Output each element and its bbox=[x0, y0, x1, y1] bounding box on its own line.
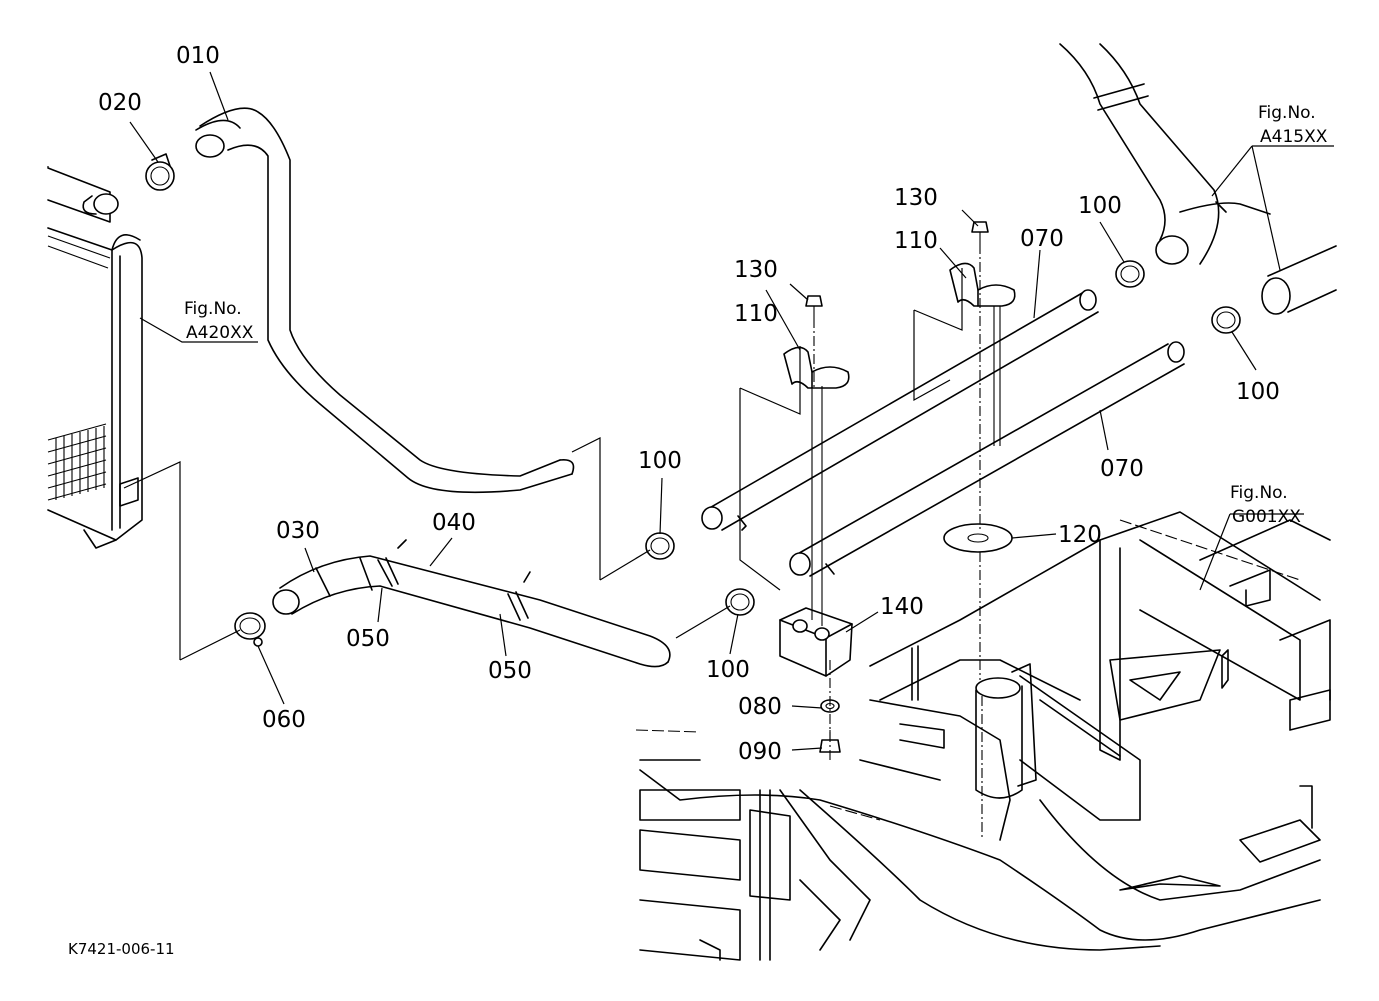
upper-right-hose bbox=[1059, 43, 1337, 315]
figure-ref-a420: Fig.No. A420XX bbox=[184, 299, 254, 343]
callout-050-a: 050 bbox=[346, 626, 390, 652]
callout-100-b: 100 bbox=[706, 657, 750, 683]
callout-140: 140 bbox=[880, 594, 924, 620]
callout-090: 090 bbox=[738, 739, 782, 765]
bolt-130-right bbox=[971, 221, 989, 244]
callout-120: 120 bbox=[1058, 522, 1102, 548]
callout-100-c: 100 bbox=[1078, 193, 1122, 219]
clamp-100-c bbox=[1115, 260, 1145, 288]
callout-060: 060 bbox=[262, 707, 306, 733]
pipe-070-upper bbox=[701, 289, 1099, 531]
callout-010: 010 bbox=[176, 43, 220, 69]
radiator bbox=[47, 167, 143, 549]
callout-070-upper: 070 bbox=[1020, 226, 1064, 252]
bolt-130-left bbox=[805, 295, 823, 318]
callout-030: 030 bbox=[276, 518, 320, 544]
clamp-020 bbox=[145, 153, 175, 191]
hose-010 bbox=[195, 107, 575, 494]
callout-110-right: 110 bbox=[894, 228, 938, 254]
chassis-frame bbox=[639, 511, 1331, 961]
hose-030-040 bbox=[272, 539, 671, 668]
callout-040: 040 bbox=[432, 510, 476, 536]
clip-110-left bbox=[783, 346, 850, 389]
drawing-code: K7421-006-11 bbox=[68, 940, 175, 958]
clip-110-right bbox=[949, 262, 1016, 307]
callout-130-right: 130 bbox=[894, 185, 938, 211]
figure-ref-a415-line2: A415XX bbox=[1260, 127, 1328, 147]
callout-100-a: 100 bbox=[638, 448, 682, 474]
bracket-140 bbox=[779, 607, 853, 677]
figure-ref-g001-line2: G001XX bbox=[1232, 507, 1301, 527]
figure-ref-g001-line1: Fig.No. bbox=[1230, 483, 1288, 503]
figure-ref-a420-line1: Fig.No. bbox=[184, 299, 242, 319]
pipe-070-lower bbox=[789, 341, 1185, 577]
figure-ref-a415-line1: Fig.No. bbox=[1258, 103, 1316, 123]
washer-120 bbox=[943, 523, 1013, 553]
figure-ref-g001: Fig.No. G001XX bbox=[1230, 483, 1301, 527]
clamp-100-d bbox=[1211, 306, 1241, 334]
clamp-100-b bbox=[725, 588, 755, 616]
callout-100-d: 100 bbox=[1236, 379, 1280, 405]
callout-020: 020 bbox=[98, 90, 142, 116]
callout-110-left: 110 bbox=[734, 301, 778, 327]
callout-130-left: 130 bbox=[734, 257, 778, 283]
leader-lines bbox=[47, 71, 1334, 751]
clamp-060 bbox=[234, 612, 266, 647]
callout-070-lower: 070 bbox=[1100, 456, 1144, 482]
callout-050-b: 050 bbox=[488, 658, 532, 684]
figure-ref-a415: Fig.No. A415XX bbox=[1258, 103, 1328, 147]
callout-labels: 010 020 030 040 050 050 060 070 070 080 … bbox=[98, 43, 1280, 765]
clamp-100-a bbox=[645, 532, 675, 560]
figure-ref-a420-line2: A420XX bbox=[186, 323, 254, 343]
callout-080: 080 bbox=[738, 694, 782, 720]
